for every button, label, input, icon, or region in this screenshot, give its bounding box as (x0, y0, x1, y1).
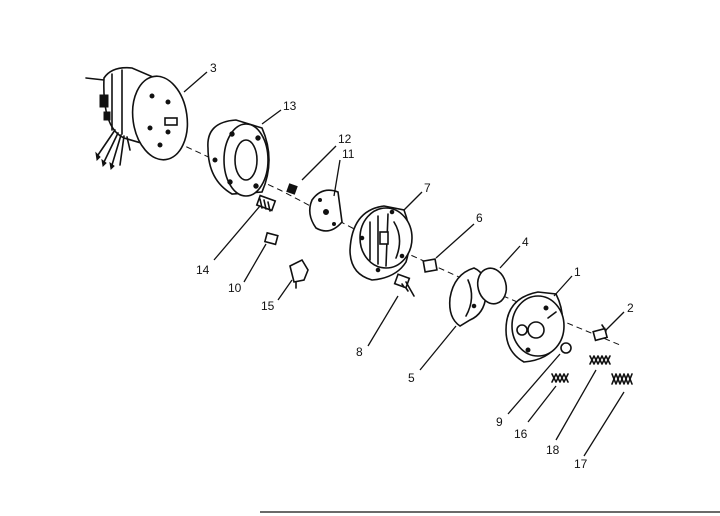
leader-11 (333, 159, 341, 197)
leader-3 (183, 71, 208, 93)
leader-10 (243, 243, 267, 283)
part-7-valve-body (349, 205, 413, 281)
callout-2: 2 (627, 301, 634, 315)
leader-13 (261, 109, 282, 125)
leader-4 (499, 245, 521, 269)
callout-13: 13 (283, 99, 297, 113)
assembly-axis (149, 129, 621, 346)
callout-8: 8 (356, 345, 363, 359)
part-10-nut (263, 231, 279, 246)
leader-6 (435, 223, 475, 259)
part-1-end-plate (505, 291, 565, 363)
callout-18: 18 (546, 443, 560, 457)
callout-7: 7 (424, 181, 431, 195)
part-15-bracket (289, 258, 309, 289)
part-12-nut (286, 183, 298, 195)
part-3-motor (85, 66, 189, 171)
part-16-spring (551, 373, 569, 383)
callout-17: 17 (574, 457, 588, 471)
leader-17 (583, 391, 625, 457)
leader-5 (419, 325, 457, 371)
leader-18 (555, 369, 597, 441)
leader-14 (213, 205, 261, 261)
part-11-cam-plate (308, 189, 343, 232)
part-8-bolt (393, 273, 415, 297)
leader-15 (277, 279, 293, 301)
part-4-disc (476, 267, 508, 305)
part-18-spring (589, 355, 611, 365)
part-2-screw (592, 324, 609, 342)
callout-4: 4 (522, 235, 529, 249)
leader-16 (527, 385, 557, 423)
callout-5: 5 (408, 371, 415, 385)
callout-3: 3 (210, 61, 217, 75)
part-6-nut (422, 258, 438, 273)
leader-1 (553, 275, 573, 297)
part-9-ball (560, 342, 572, 354)
leader-9 (507, 353, 561, 415)
callout-16: 16 (514, 427, 528, 441)
part-14-screw (255, 194, 277, 212)
callout-11: 11 (342, 147, 355, 161)
callout-15: 15 (261, 299, 275, 313)
part-13-adapter-ring (207, 119, 270, 197)
part-17-spring (611, 373, 633, 385)
callout-6: 6 (476, 211, 483, 225)
leader-7 (403, 191, 423, 211)
leader-2 (605, 311, 625, 331)
callout-12: 12 (338, 132, 352, 146)
callout-9: 9 (496, 415, 503, 429)
leader-8 (367, 295, 399, 347)
callout-1: 1 (574, 265, 581, 279)
leader-12 (301, 145, 337, 181)
callout-10: 10 (228, 281, 242, 295)
callout-14: 14 (196, 263, 210, 277)
